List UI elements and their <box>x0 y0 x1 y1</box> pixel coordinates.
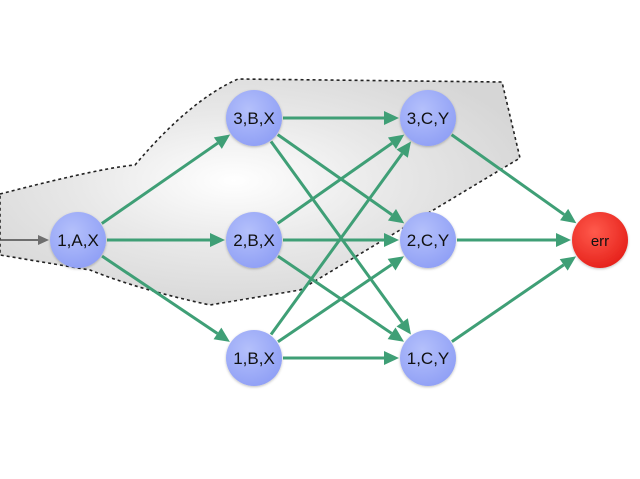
edge-n1AX-to-n1BX <box>101 254 230 342</box>
node-label: 2,B,X <box>233 231 275 250</box>
edge-n3BX-to-n1CY-line <box>269 140 404 324</box>
state-node-circle <box>226 330 282 386</box>
edge-n2BX-to-n3CY-line <box>276 142 393 225</box>
edge-n1BX-to-n3CY <box>269 141 411 336</box>
edge-n3CY-to-err-arrowhead <box>560 208 577 224</box>
edge-n1BX-to-n1CY-arrowhead <box>384 351 399 365</box>
edge-n2BX-to-n1CY <box>277 255 404 342</box>
node-label: 2,C,Y <box>407 231 450 250</box>
edge-n1CY-to-err-line <box>451 263 565 343</box>
edge-n2BX-to-n1CY-line <box>277 255 393 335</box>
edge-n1AX-to-n1BX-arrowhead <box>213 327 230 342</box>
edge-n1BX-to-n2CY-line <box>277 263 393 343</box>
edge-n2BX-to-n3CY-arrowhead <box>387 134 405 149</box>
edge-n2BX-to-n1CY-arrowhead <box>387 327 404 342</box>
edge-n1AX-to-n1BX-line <box>101 254 219 335</box>
edge-n1AX-to-n2BX-arrowhead <box>210 233 225 247</box>
error-node-circle <box>572 212 628 268</box>
node-label: 1,C,Y <box>407 349 450 368</box>
edge-n1CY-to-err-arrowhead <box>559 256 577 271</box>
edge-n3BX-to-n2CY-line <box>276 133 393 216</box>
state-node-n3CY: 3,C,Y <box>400 90 456 146</box>
node-label: 1,B,X <box>233 349 275 368</box>
state-node-circle <box>226 90 282 146</box>
entry-arrow-arrowhead <box>38 235 49 245</box>
edge-n1BX-to-n3CY-line <box>269 152 404 336</box>
state-node-n3BX: 3,B,X <box>226 90 282 146</box>
edge-n1BX-to-n2CY <box>277 256 404 343</box>
error-node: err <box>572 212 628 268</box>
node-label: 3,B,X <box>233 109 275 128</box>
node-label: 1,A,X <box>57 231 99 250</box>
edge-n3CY-to-err <box>450 133 577 224</box>
edge-n1AX-to-n2BX <box>107 233 225 247</box>
state-node-circle <box>400 330 456 386</box>
state-node-n2BX: 2,B,X <box>226 212 282 268</box>
highlight-region <box>0 78 521 306</box>
edge-n1BX-to-n3CY-arrowhead <box>396 141 411 158</box>
edge-n3BX-to-n1CY-arrowhead <box>396 318 411 335</box>
edge-n1AX-to-n3BX <box>100 134 231 225</box>
edge-n2BX-to-n3CY <box>276 134 405 225</box>
edge-n3BX-to-n2CY-arrowhead <box>387 209 405 224</box>
edge-n2BX-to-n2CY <box>283 233 399 247</box>
edge-n1BX-to-n2CY-arrowhead <box>387 256 404 271</box>
node-label: 3,C,Y <box>407 109 450 128</box>
node-label: err <box>591 233 609 250</box>
edge-n3BX-to-n3CY-arrowhead <box>384 111 399 125</box>
edge-n3BX-to-n2CY <box>276 133 405 224</box>
edge-n1BX-to-n1CY <box>283 351 399 365</box>
state-node-n1CY: 1,C,Y <box>400 330 456 386</box>
state-node-circle <box>50 212 106 268</box>
edge-n3BX-to-n1CY <box>269 140 411 335</box>
edge-n3BX-to-n3CY <box>283 111 399 125</box>
entry-arrow <box>1 235 49 245</box>
state-node-n1AX: 1,A,X <box>50 212 106 268</box>
nodes-layer: 1,A,X 3,B,X 2,B,X 1,B,X 3,C,Y 2,C,Y 1,C,Y err <box>50 90 628 386</box>
edge-n3CY-to-err-line <box>450 133 565 216</box>
state-node-n1BX: 1,B,X <box>226 330 282 386</box>
state-node-circle <box>226 212 282 268</box>
edge-n2CY-to-err <box>457 233 571 247</box>
edge-n1AX-to-n3BX-arrowhead <box>213 134 231 149</box>
edge-n1CY-to-err <box>451 256 577 343</box>
state-node-circle <box>400 212 456 268</box>
edge-n2BX-to-n2CY-arrowhead <box>384 233 399 247</box>
state-node-n2CY: 2,C,Y <box>400 212 456 268</box>
edge-n1AX-to-n3BX-line <box>100 141 219 225</box>
state-node-circle <box>400 90 456 146</box>
edge-n2CY-to-err-arrowhead <box>556 233 571 247</box>
edges-layer <box>1 111 577 365</box>
